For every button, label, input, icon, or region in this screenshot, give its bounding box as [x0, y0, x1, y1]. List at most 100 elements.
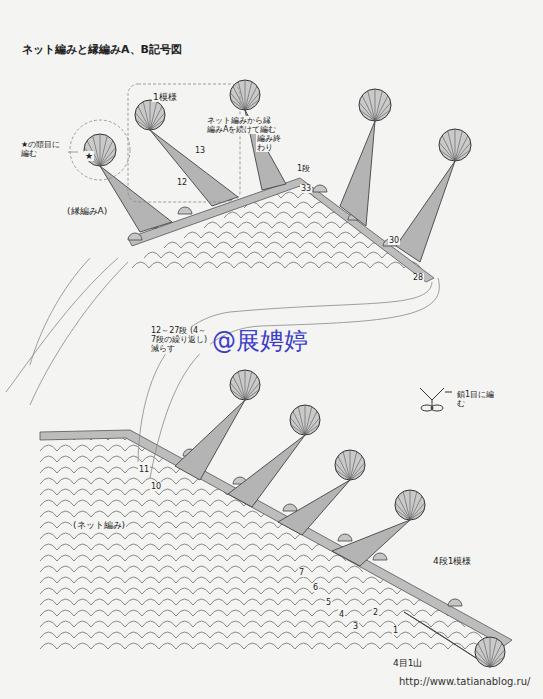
chain-loop: [40, 467, 57, 473]
chain-loop: [74, 610, 91, 616]
chain-loop: [285, 262, 302, 268]
chain-loop: [224, 212, 241, 218]
chain-loop: [142, 500, 159, 506]
row-number: 2: [372, 608, 379, 617]
chain-loop: [346, 643, 363, 649]
chain-loop: [193, 610, 210, 616]
fan-line: [350, 463, 365, 480]
chain-loop: [244, 511, 261, 517]
chain-loop: [74, 456, 91, 462]
chain-loop: [244, 555, 261, 561]
fan-line: [455, 142, 471, 161]
fan-line: [100, 147, 116, 166]
chain-loop: [363, 632, 380, 638]
chain-loop: [266, 242, 283, 248]
chain-loop: [261, 643, 278, 649]
chain-loop: [142, 621, 159, 627]
chain-loop: [91, 489, 108, 495]
chain-loop: [210, 632, 227, 638]
chain-loop: [397, 643, 414, 649]
chain-loop: [261, 533, 278, 539]
row-number: 7: [298, 568, 305, 577]
chain-loop: [142, 588, 159, 594]
chain-loop: [278, 577, 295, 583]
fan-line: [448, 131, 455, 161]
fan-circle: [84, 134, 116, 166]
chain-loop: [346, 632, 363, 638]
chain-loop: [281, 192, 298, 198]
pattern-note: 4段1模様: [432, 556, 472, 566]
chain-loop: [244, 577, 261, 583]
chain-loop: [178, 252, 195, 258]
chain-loop: [184, 232, 201, 238]
chain-loop: [40, 555, 57, 561]
chain-loop: [176, 610, 193, 616]
chain-loop: [108, 511, 125, 517]
chain-loop: [74, 511, 91, 517]
guide-line: [6, 84, 439, 478]
chain-loop: [244, 522, 261, 528]
edging-spike: [84, 80, 505, 667]
fan-circle: [359, 89, 391, 121]
chain-loop: [91, 555, 108, 561]
chain-loop: [278, 588, 295, 594]
chain-loop: [380, 610, 397, 616]
chain-loop: [40, 566, 57, 572]
fan-line: [483, 639, 490, 667]
note: ネット編みから縁編みAを続けて編む: [206, 116, 278, 134]
fan-line: [245, 80, 246, 110]
chain-loop: [280, 252, 297, 258]
chain-loop: [221, 222, 238, 228]
chain-loop: [193, 544, 210, 550]
chain-loop: [278, 555, 295, 561]
chain-loop: [176, 632, 193, 638]
row-number: 5: [325, 598, 332, 607]
fan-line: [305, 425, 319, 435]
chain-loop: [263, 252, 280, 258]
chain-loop: [346, 577, 363, 583]
chain-loop: [91, 445, 108, 451]
chain-loop: [142, 555, 159, 561]
chain-loop: [312, 566, 329, 572]
chain-loop: [91, 610, 108, 616]
chain-loop: [176, 478, 193, 484]
chain-loop: [40, 544, 57, 550]
chain-loop: [346, 599, 363, 605]
chain-loop: [176, 544, 193, 550]
chain-loop: [57, 599, 74, 605]
row-number: 28: [412, 273, 424, 282]
chain-loop: [193, 566, 210, 572]
chain-loop: [312, 555, 329, 561]
chain-loop: [176, 555, 193, 561]
small-fan: [178, 207, 192, 214]
fan-circle: [290, 405, 320, 435]
chain-loop: [215, 242, 232, 248]
fan-line: [398, 496, 410, 520]
chain-loop: [261, 599, 278, 605]
chain-loop: [125, 456, 142, 462]
fan-line: [138, 106, 150, 130]
chain-loop: [227, 544, 244, 550]
chain-loop: [302, 262, 319, 268]
chain-loop: [125, 588, 142, 594]
chain-loop: [238, 222, 255, 228]
chain-loop: [195, 252, 212, 258]
chain-loop: [125, 632, 142, 638]
chain-loop: [380, 599, 397, 605]
chain-loop: [278, 610, 295, 616]
chain-loop: [108, 489, 125, 495]
chain-loop: [57, 577, 74, 583]
edging-band: [40, 178, 512, 646]
fan-line: [100, 134, 101, 166]
fan-circle: [135, 100, 165, 130]
chain-loop: [142, 456, 159, 462]
chain-loop: [229, 252, 246, 258]
chain-loop: [258, 212, 275, 218]
chain-loop: [210, 544, 227, 550]
chain-loop: [319, 262, 336, 268]
chain-loop: [159, 467, 176, 473]
part-name: (ネット編み): [72, 520, 126, 530]
chain-loop: [159, 522, 176, 528]
chain-loop: [57, 533, 74, 539]
fan-line: [245, 390, 259, 400]
